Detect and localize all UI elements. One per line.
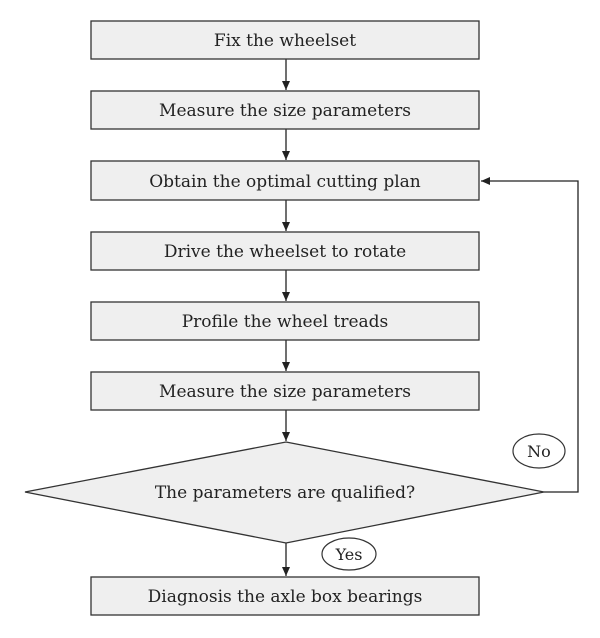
decision-diamond [24, 441, 545, 544]
step-box [90, 301, 480, 341]
no-branch-label: No [512, 433, 566, 469]
step-obtain-cutting-plan: Obtain the optimal cutting plan [90, 160, 480, 201]
edge-no-feedback [481, 177, 579, 493]
yes-branch-label: Yes [321, 537, 377, 571]
step-box [90, 231, 480, 271]
step-label: Diagnosis the axle box bearings [148, 587, 423, 607]
step-box [90, 20, 480, 60]
step-box [90, 90, 480, 130]
step-box [90, 160, 480, 201]
yes-label-text: Yes [335, 545, 363, 564]
no-label-text: No [527, 442, 551, 461]
no-label-oval [512, 433, 566, 469]
decision-parameters-qualified: The parameters are qualified? [24, 441, 545, 544]
step-box [90, 371, 480, 411]
step-profile-treads: Profile the wheel treads [90, 301, 480, 341]
step-drive-wheelset: Drive the wheelset to rotate [90, 231, 480, 271]
decision-label: The parameters are qualified? [155, 483, 415, 503]
step-label: Measure the size parameters [159, 382, 411, 402]
step-fix-wheelset: Fix the wheelset [90, 20, 480, 60]
step-label: Measure the size parameters [159, 101, 411, 121]
step-measure-size-1: Measure the size parameters [90, 90, 480, 130]
edges [282, 58, 579, 576]
step-label: Drive the wheelset to rotate [164, 242, 406, 262]
step-label: Obtain the optimal cutting plan [149, 172, 421, 192]
step-diagnosis-bearings: Diagnosis the axle box bearings [90, 576, 480, 616]
step-measure-size-2: Measure the size parameters [90, 371, 480, 411]
step-label: Fix the wheelset [214, 31, 356, 51]
step-label: Profile the wheel treads [182, 312, 389, 332]
step-box [90, 576, 480, 616]
yes-label-oval [321, 537, 377, 571]
